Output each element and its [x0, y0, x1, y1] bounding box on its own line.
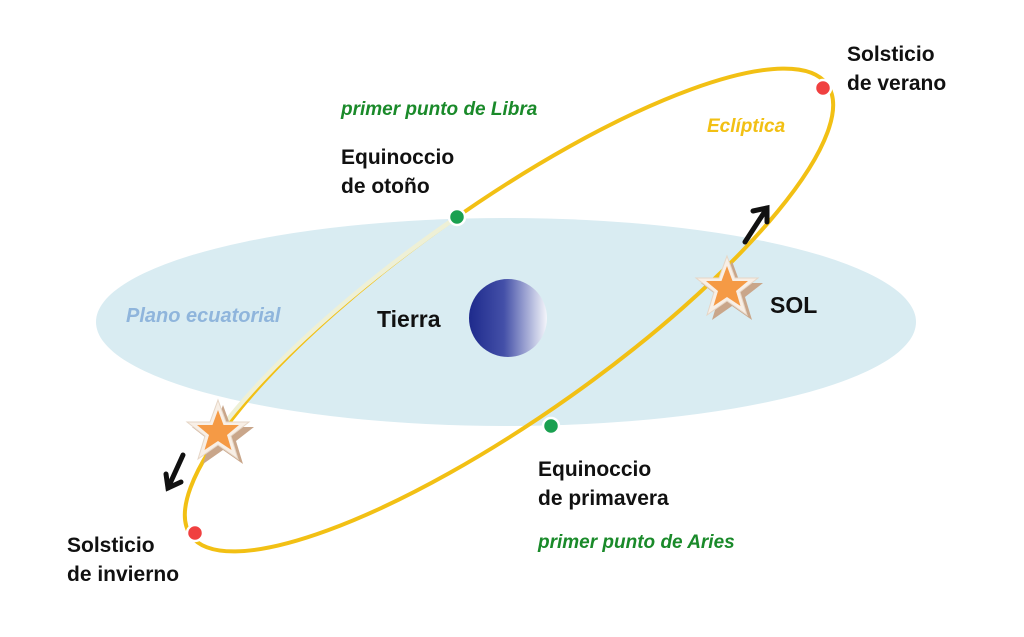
libra-label: primer punto de Libra — [341, 99, 538, 120]
earth-label: Tierra — [377, 306, 441, 332]
sun-label: SOL — [770, 292, 818, 318]
label-line: de invierno — [67, 563, 180, 586]
label-line: de verano — [847, 72, 947, 95]
winter-solstice-dot — [185, 523, 205, 543]
summer-solstice-dot — [813, 78, 833, 98]
equatorial-plane-label: Plano ecuatorial — [126, 305, 281, 327]
earth — [469, 279, 547, 357]
winter-solstice-label: Solsticio de invierno — [67, 531, 179, 589]
label-line: de primavera — [538, 487, 669, 510]
arrow-up-icon — [742, 204, 770, 245]
ecliptic-label: Eclíptica — [707, 116, 786, 137]
autumn-equinox-label: Equinoccio de otoño — [341, 143, 454, 201]
arrow-down-icon — [163, 452, 186, 492]
label-line: Equinoccio — [341, 146, 455, 169]
autumn-equinox-dot — [447, 207, 467, 227]
label-line: Solsticio — [67, 534, 155, 557]
spring-equinox-dot — [541, 416, 561, 436]
ecliptic-hidden-segment — [216, 215, 459, 434]
sun-star-icon-winter — [186, 399, 255, 465]
label-line: Solsticio — [847, 43, 935, 66]
label-line: Equinoccio — [538, 458, 652, 481]
aries-label: primer punto de Aries — [538, 532, 735, 553]
spring-equinox-label: Equinoccio de primavera — [538, 455, 669, 513]
label-line: de otoño — [341, 175, 430, 198]
summer-solstice-label: Solsticio de verano — [847, 40, 946, 98]
